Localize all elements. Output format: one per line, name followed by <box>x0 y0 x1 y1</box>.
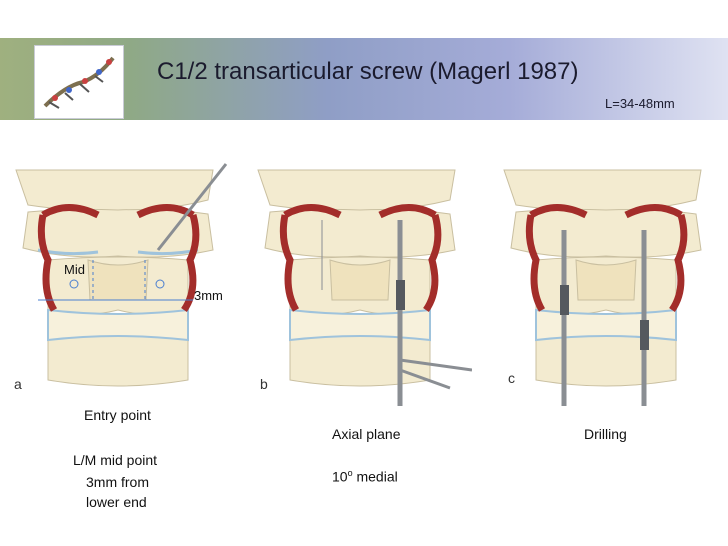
caption-axial-plane: Axial plane <box>332 426 401 442</box>
caption-medial-angle: 10o medial <box>332 468 398 485</box>
medial-text: medial <box>352 468 398 485</box>
panel-letter: a <box>14 376 22 392</box>
degree-mark: o <box>347 468 353 478</box>
distance-label: 3mm <box>194 288 223 303</box>
caption-entry-point: Entry point <box>84 407 151 423</box>
panel-letter: c <box>508 370 515 386</box>
page-title: C1/2 transarticular screw (Magerl 1987) <box>157 58 579 85</box>
caption-drilling: Drilling <box>584 426 627 442</box>
medial-number: 10 <box>332 468 348 485</box>
spine-logo <box>34 45 124 119</box>
panel-drilling: c <box>496 160 718 406</box>
panel-axial-plane: b <box>250 160 473 406</box>
mid-label: Mid <box>64 262 85 277</box>
caption-mid-point: L/M mid point <box>73 452 158 468</box>
caption-lower-end: lower end <box>86 494 147 510</box>
panel-letter: b <box>260 376 268 392</box>
caption-from: 3mm from <box>86 474 149 490</box>
panel-entry-point: a Mid 3mm <box>8 160 230 406</box>
screw-length-note: L=34-48mm <box>605 96 675 111</box>
